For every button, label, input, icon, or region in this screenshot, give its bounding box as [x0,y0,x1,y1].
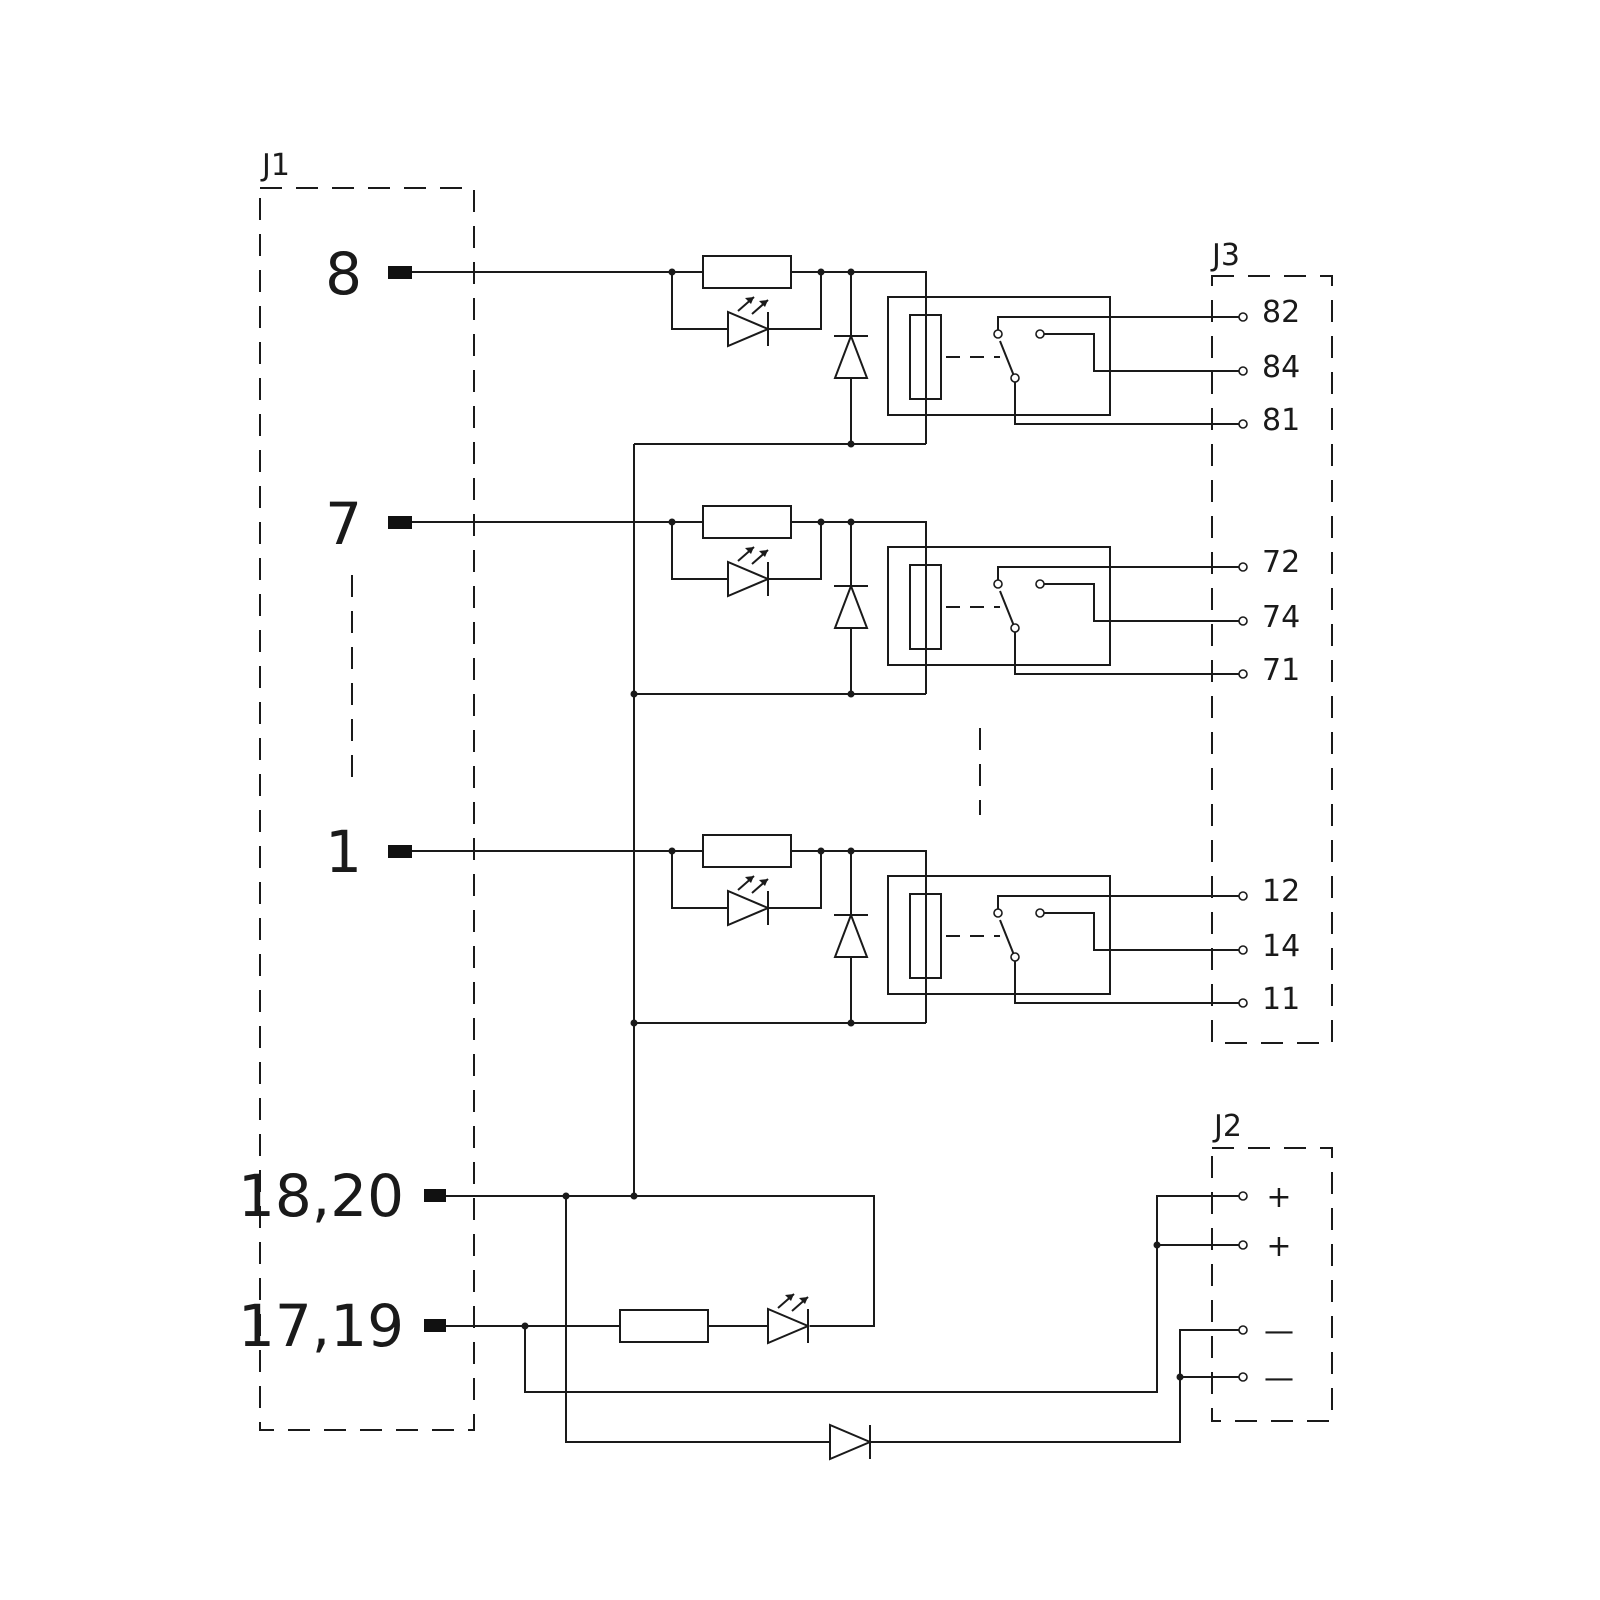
protection-diode [829,1423,873,1461]
pin-17-19 [424,1319,446,1332]
power-resistor [619,1309,709,1343]
changeover-contact [993,566,1240,675]
connector-j3-border [1211,275,1333,1044]
relay-coil [909,893,942,979]
terminal-71 [1238,669,1248,679]
terminal-14 [1238,945,1248,955]
terminal-label-11: 11 [1262,982,1300,1017]
pin-label-8: 8 [325,240,362,308]
terminal-minus-1 [1238,1325,1248,1335]
terminal-label-71: 71 [1262,653,1300,688]
pin-18-20 [424,1189,446,1202]
terminal-label-81: 81 [1262,403,1300,438]
terminal-72 [1238,562,1248,572]
terminal-label-82: 82 [1262,295,1300,330]
pin-8 [388,266,412,279]
terminal-plus-1 [1238,1191,1248,1201]
indicator-led [727,875,771,927]
indicator-led [727,296,771,348]
terminal-plus-2 [1238,1240,1248,1250]
terminal-label-72: 72 [1262,545,1300,580]
pin-7 [388,516,412,529]
terminal-label-plus-1: + [1266,1180,1291,1215]
terminal-label-plus-2: + [1266,1229,1291,1264]
terminal-label-14: 14 [1262,929,1300,964]
indicator-led [727,546,771,598]
connector-j3-label: J3 [1210,238,1240,273]
connector-j2: J2 [1211,1109,1333,1422]
terminal-12 [1238,891,1248,901]
terminal-81 [1238,419,1248,429]
connector-j1-border [259,187,475,1431]
relay-body [887,875,1111,995]
terminal-label-74: 74 [1262,600,1300,635]
relay-body [887,296,1111,416]
freewheel-diode [833,333,869,379]
terminal-11 [1238,998,1248,1008]
pin-label-17-19: 17,19 [238,1292,404,1360]
freewheel-diode [833,583,869,629]
changeover-contact [993,316,1240,425]
power-led [767,1293,811,1345]
changeover-contact [993,895,1240,1004]
terminal-84 [1238,366,1248,376]
connector-j1: J1 8 7 1 18,20 17,19 [238,148,475,1431]
terminal-label-minus-2: — [1264,1361,1294,1396]
relay-coil [909,314,942,400]
power-section: + + — — [446,1180,1294,1461]
terminal-82 [1238,312,1248,322]
pin-1 [388,845,412,858]
terminal-minus-2 [1238,1372,1248,1382]
freewheel-diode [833,912,869,958]
terminal-label-minus-1: — [1264,1314,1294,1349]
connector-j3: J3 [1210,238,1333,1044]
series-resistor [702,255,792,289]
relay-channel-7: 72 74 71 [412,505,1300,698]
relay-body [887,546,1111,666]
terminal-label-84: 84 [1262,350,1300,385]
terminal-74 [1238,616,1248,626]
relay-channel-8: 82 84 81 [412,255,1300,448]
relay-channel-1: 12 14 11 [412,834,1300,1027]
series-resistor [702,834,792,868]
pin-label-18-20: 18,20 [238,1162,404,1230]
pin-label-1: 1 [325,818,362,886]
terminal-label-12: 12 [1262,874,1300,909]
connector-j2-label: J2 [1212,1109,1242,1144]
series-resistor [702,505,792,539]
connector-j1-label: J1 [260,148,290,183]
pin-label-7: 7 [325,490,362,558]
connector-j2-border [1211,1147,1333,1422]
relay-coil [909,564,942,650]
